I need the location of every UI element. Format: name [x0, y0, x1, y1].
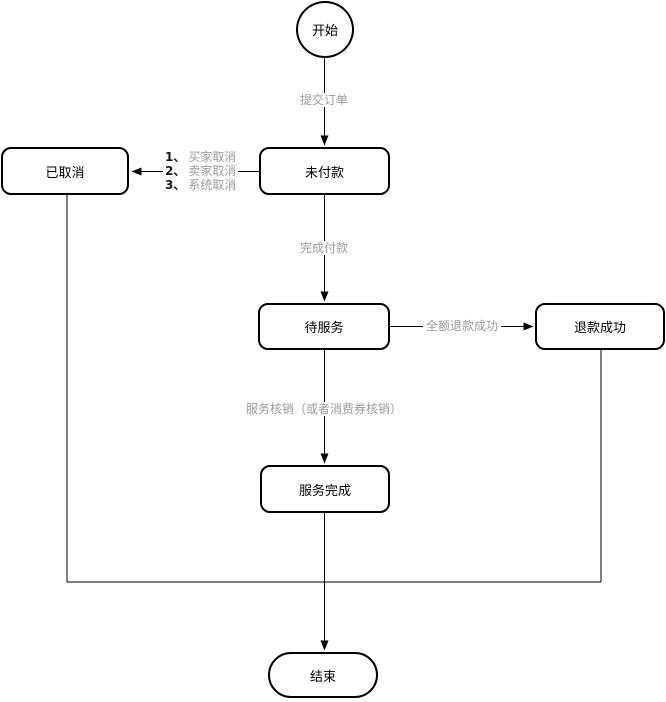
edge-label-cancel-reasons: 1、 买家取消 2、 卖家取消 3、 系统取消: [163, 150, 239, 192]
node-unpaid-label: 未付款: [304, 165, 344, 181]
cancel-reason-number: 2、: [165, 164, 186, 178]
cancel-reason-item: 1、 买家取消: [165, 150, 236, 164]
node-service-complete-label: 服务完成: [298, 483, 351, 499]
cancel-reason-item: 3、 系统取消: [165, 178, 236, 192]
edge-label-submit-order: 提交订单: [296, 93, 352, 107]
node-start: 开始: [296, 1, 354, 58]
node-end: 结束: [268, 652, 378, 698]
edge-label-full-refund: 全额退款成功: [422, 319, 502, 333]
node-end-label: 结束: [309, 669, 336, 685]
node-refund-success-label: 退款成功: [573, 321, 626, 336]
edge-label-complete-payment: 完成付款: [296, 241, 352, 255]
node-awaiting-service-label: 待服务: [304, 321, 344, 336]
cancel-reason-text: 系统取消: [188, 178, 237, 192]
node-start-label: 开始: [311, 24, 338, 39]
node-awaiting-service: 待服务: [258, 303, 390, 350]
edge-label-service-verification: 服务核销（或者消费券核销）: [242, 402, 406, 416]
node-unpaid: 未付款: [259, 147, 390, 195]
cancel-reason-number: 3、: [165, 178, 186, 192]
cancel-reason-item: 2、 卖家取消: [165, 164, 236, 178]
cancel-reason-text: 买家取消: [188, 150, 237, 164]
cancel-reason-text: 卖家取消: [188, 164, 237, 178]
cancel-reason-number: 1、: [165, 150, 186, 164]
node-service-complete: 服务完成: [260, 465, 390, 513]
node-cancelled: 已取消: [1, 147, 129, 195]
node-cancelled-label: 已取消: [45, 165, 85, 181]
node-refund-success: 退款成功: [535, 303, 665, 350]
